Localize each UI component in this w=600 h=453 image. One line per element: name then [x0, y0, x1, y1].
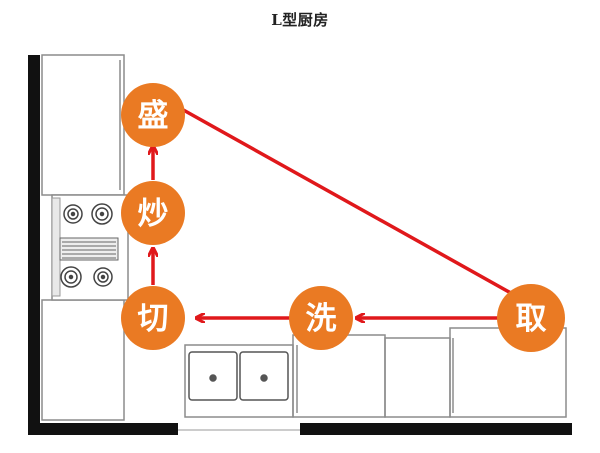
burner-icon: [60, 203, 113, 288]
node-xi: 洗: [289, 286, 353, 350]
sink: [188, 351, 289, 401]
grill-icon: [59, 237, 119, 261]
workflow-arrows: [153, 105, 528, 318]
node-qu: 取: [497, 284, 565, 352]
node-qu-label: 取: [516, 301, 547, 337]
node-chao: 炒: [121, 181, 185, 245]
node-xi-label: 洗: [306, 301, 337, 337]
left-wall: [28, 55, 40, 435]
node-qie: 切: [121, 286, 185, 350]
bottom-wall-left: [28, 423, 178, 435]
stove: [51, 194, 129, 301]
bottom-wall-right: [300, 423, 572, 435]
kitchen-walls: [28, 55, 572, 435]
node-sheng: 盛: [121, 83, 185, 147]
node-chao-label: 炒: [138, 196, 169, 232]
arrow-qu-to-sheng: [177, 105, 528, 304]
node-sheng-label: 盛: [138, 98, 169, 134]
node-qie-label: 切: [138, 301, 169, 337]
diagram-title: L型厨房: [271, 11, 329, 29]
